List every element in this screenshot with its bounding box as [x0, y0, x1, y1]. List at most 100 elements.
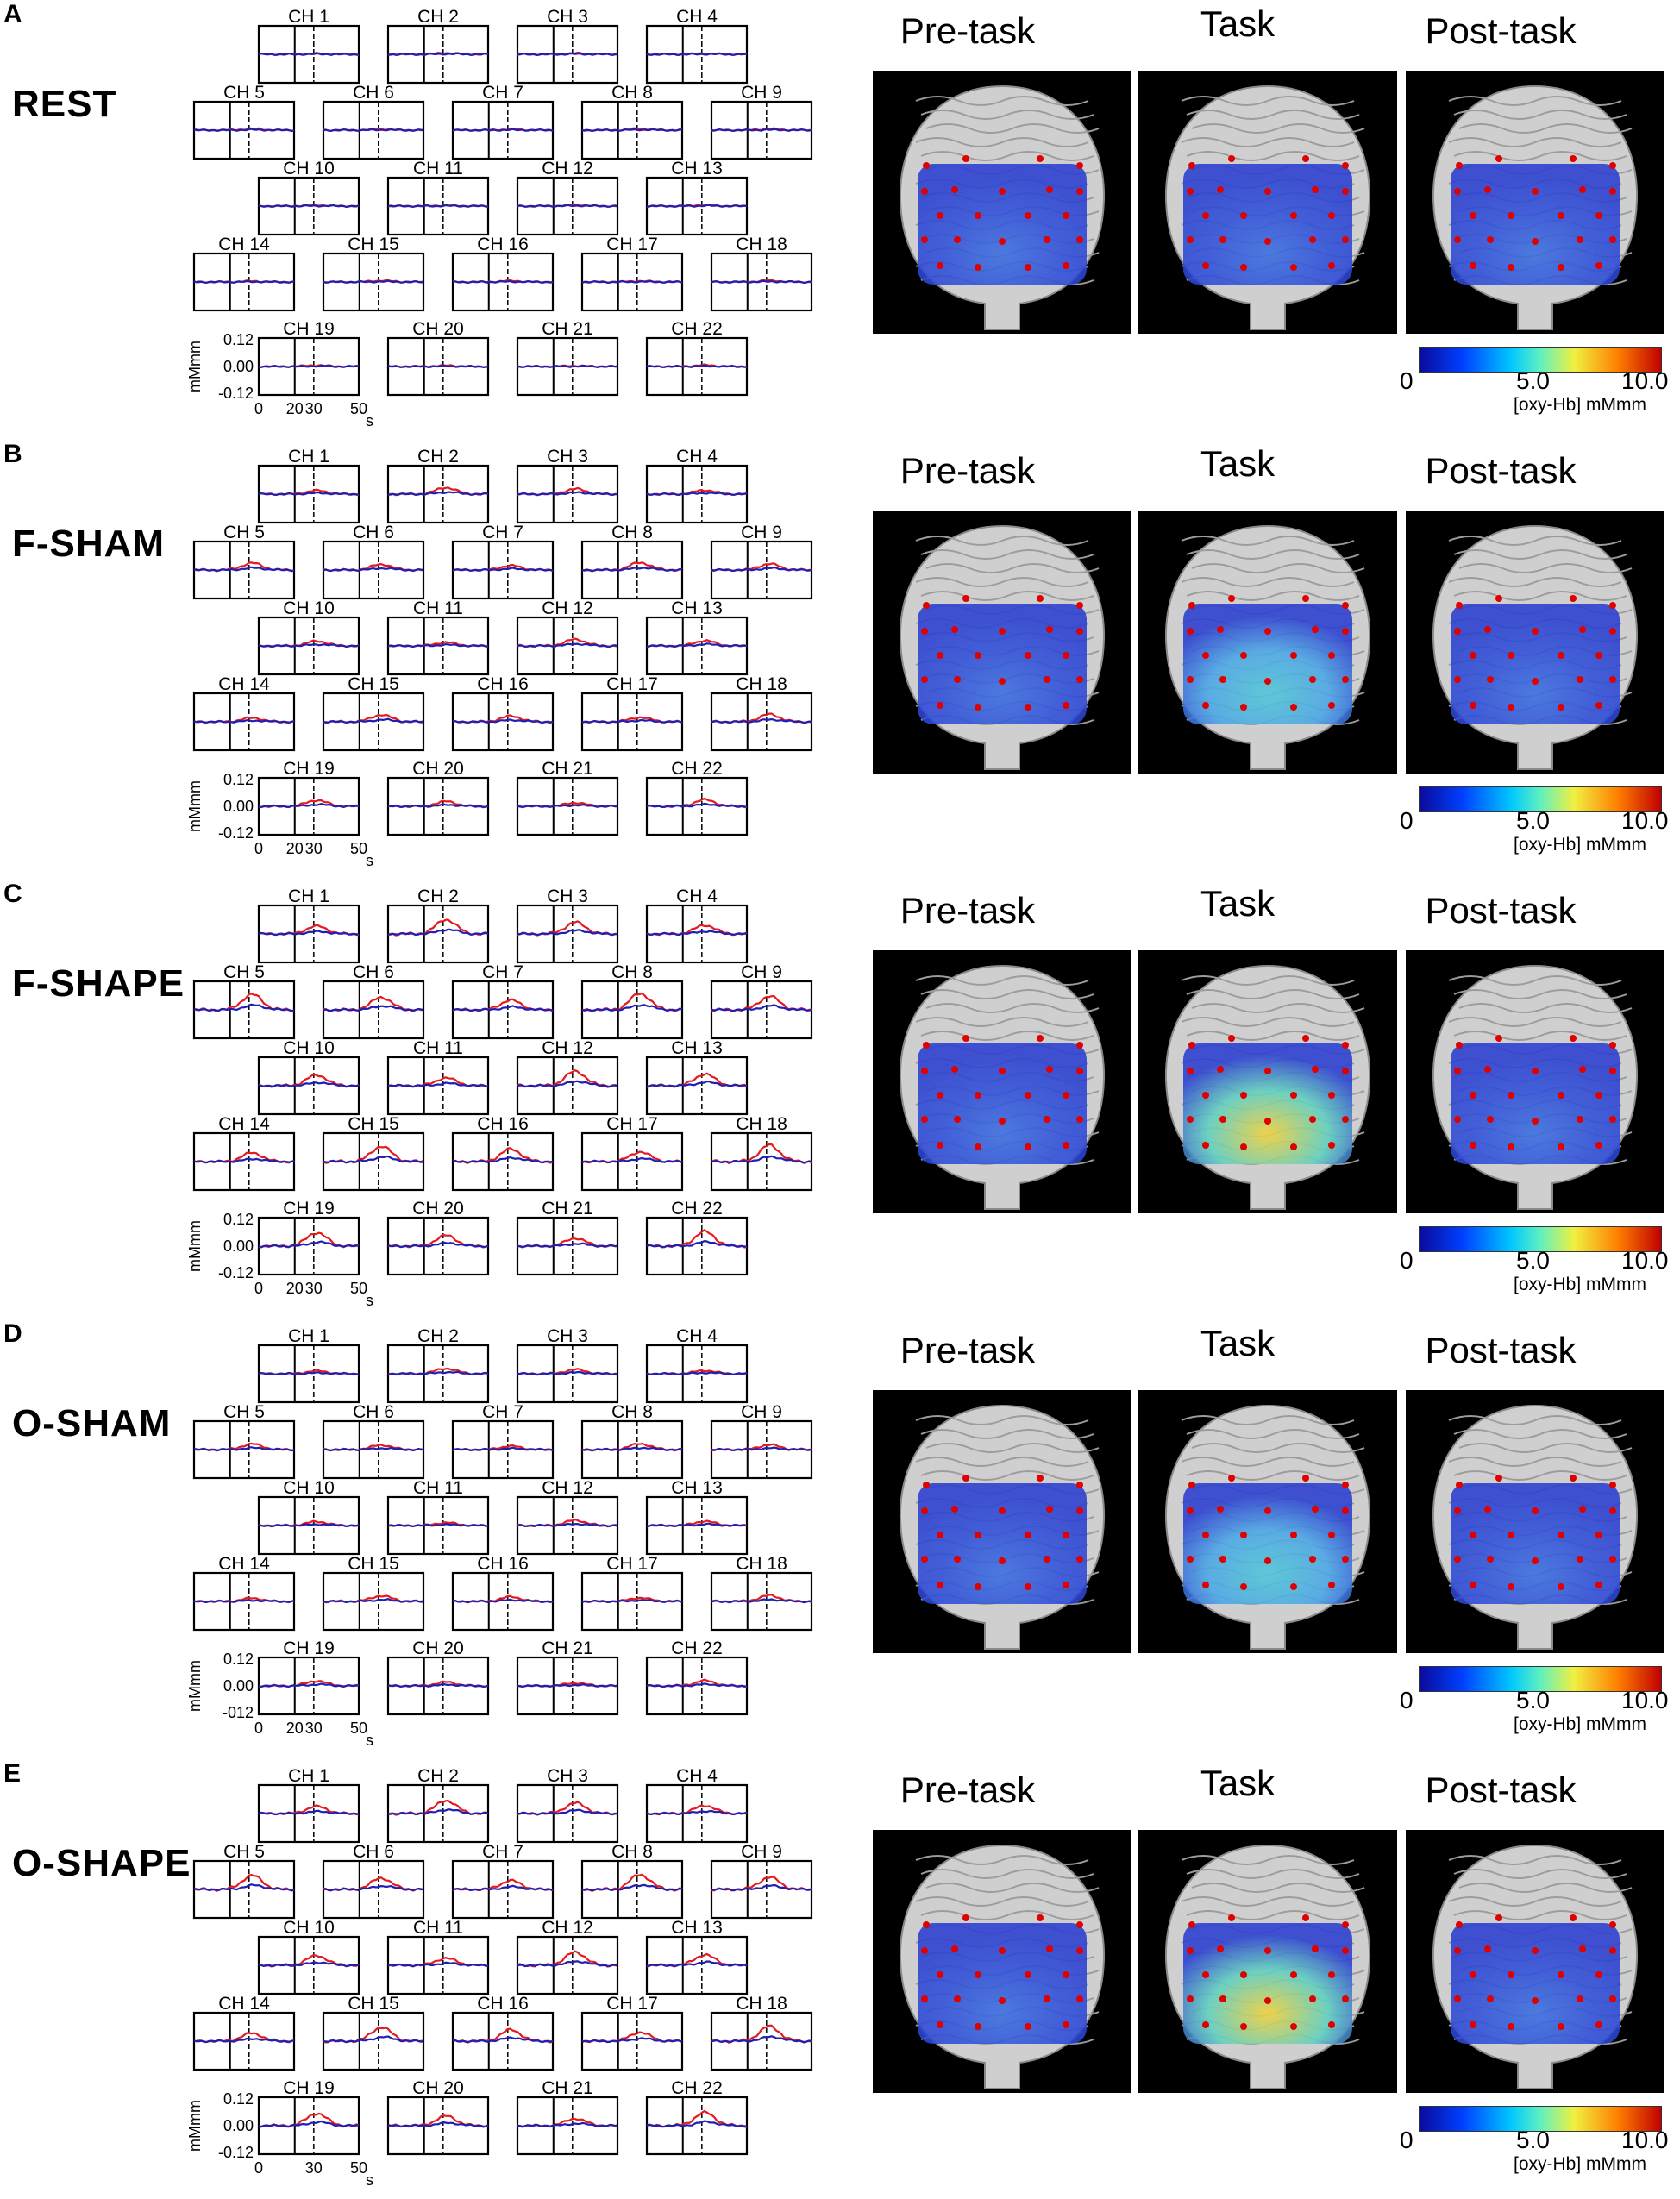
channel-marker — [1595, 1532, 1602, 1538]
channel-marker — [1240, 1971, 1247, 1978]
channel-label: CH 21 — [542, 1199, 593, 1219]
deoxy-trace — [193, 1599, 295, 1604]
y-axis-label: mMmm — [186, 341, 204, 392]
oxy-hb-overlay — [1183, 604, 1352, 724]
channel-plot: CH 9 — [710, 962, 813, 1040]
channel-marker — [1508, 264, 1514, 271]
channel-marker — [1187, 1507, 1194, 1514]
x-unit-label: s — [366, 412, 373, 429]
oxy-hb-overlay — [1451, 164, 1620, 285]
x-unit-label: s — [366, 1292, 373, 1309]
channel-label: CH 6 — [353, 962, 394, 982]
deoxy-trace — [193, 719, 295, 724]
channel-marker — [954, 1556, 961, 1563]
channel-marker — [1328, 1582, 1335, 1588]
x-tick-label: 0 — [254, 840, 263, 857]
channel-plot: CH 21 — [516, 1638, 619, 1716]
channel-marker — [975, 212, 981, 219]
channel-marker — [1487, 1116, 1494, 1123]
channel-marker — [1342, 1068, 1349, 1074]
channel-marker — [1188, 1921, 1195, 1928]
channel-plot: CH 15 — [322, 1114, 425, 1192]
channel-marker — [1219, 236, 1226, 243]
colorbar-tick-label: 0 — [1400, 807, 1414, 834]
channel-plot: CH 12 — [516, 1918, 619, 1995]
channel-marker — [1328, 212, 1335, 219]
channel-marker — [1484, 626, 1491, 633]
channel-plot: CH 7 — [451, 83, 555, 160]
channel-label: CH 9 — [741, 83, 782, 103]
channel-marker — [1240, 1092, 1247, 1099]
channel-plot: CH 7 — [451, 523, 555, 600]
channel-plot: CH 6 — [322, 523, 425, 600]
deoxy-trace — [193, 1446, 295, 1452]
channel-plot: CH 2 — [386, 886, 490, 964]
deoxy-trace — [517, 491, 618, 497]
channel-marker — [999, 628, 1006, 635]
channel-plot: CH 8 — [580, 1402, 684, 1480]
channel-plot: CH 20 — [386, 319, 490, 397]
channel-label: CH 8 — [611, 523, 653, 542]
channel-plot: CH 18 — [710, 235, 813, 312]
channel-marker — [1579, 186, 1586, 193]
y-tick-label: 0.12 — [223, 1211, 254, 1228]
channel-plot: CH 21 — [516, 319, 619, 397]
channel-marker — [1470, 702, 1476, 709]
channel-marker — [937, 262, 943, 269]
channel-marker — [1312, 1945, 1319, 1952]
channel-plot: CH 11 — [386, 1478, 490, 1556]
channel-plot: CH 2 — [386, 7, 490, 85]
channel-label: CH 20 — [412, 319, 464, 339]
deoxy-trace — [581, 1599, 683, 1603]
channel-label: CH 4 — [676, 447, 718, 467]
channel-marker — [937, 652, 943, 659]
channel-marker — [1456, 1482, 1463, 1488]
deoxy-trace — [517, 1960, 618, 1967]
channel-marker — [999, 238, 1006, 245]
channel-marker — [975, 704, 981, 711]
channel-plot: CH 10 — [257, 1038, 360, 1116]
colorbar — [1419, 1666, 1662, 1692]
channel-plot: CH 3 — [516, 447, 619, 524]
deoxy-trace — [258, 1682, 359, 1688]
channel-marker — [1342, 1116, 1349, 1123]
channel-label: CH 3 — [547, 7, 588, 27]
channel-plot: CH 18 — [710, 1554, 813, 1632]
channel-plot: CH 4 — [645, 7, 749, 85]
colorbar — [1419, 2106, 1662, 2132]
channel-marker — [1076, 628, 1083, 635]
channel-marker — [1044, 1995, 1050, 2002]
deoxy-trace — [711, 566, 812, 573]
channel-marker — [937, 702, 943, 709]
y-tick-label: -0.12 — [218, 385, 254, 402]
phase-label: Post-task — [1425, 890, 1577, 930]
channel-plot: CH 14 — [192, 235, 296, 312]
channel-marker — [954, 236, 961, 243]
channel-label: CH 15 — [348, 1994, 399, 2014]
channel-label: CH 10 — [283, 1478, 335, 1498]
brain-activation-map — [873, 1830, 1131, 2093]
channel-marker — [1240, 2023, 1247, 2030]
channel-marker — [1076, 1116, 1083, 1123]
channel-marker — [1046, 186, 1053, 193]
channel-marker — [1046, 1945, 1053, 1952]
panel-letter: D — [3, 1319, 22, 1348]
deoxy-trace — [711, 1598, 812, 1604]
deoxy-trace — [646, 1239, 748, 1249]
channel-marker — [1202, 652, 1209, 659]
colorbar-unit-label: [oxy-Hb] mMmm — [1514, 395, 1646, 415]
channel-marker — [1312, 186, 1319, 193]
deoxy-trace — [452, 1884, 554, 1892]
deoxy-trace — [387, 2121, 489, 2128]
channel-marker — [1228, 155, 1235, 162]
channel-label: CH 22 — [671, 1638, 723, 1658]
channel-label: CH 18 — [736, 1114, 787, 1134]
channel-plot: CH 14 — [192, 1114, 296, 1192]
deoxy-trace — [193, 279, 295, 285]
channel-marker — [1240, 652, 1247, 659]
channel-marker — [1044, 1116, 1050, 1123]
channel-label: CH 1 — [288, 886, 329, 906]
brain-activation-map — [1138, 511, 1397, 774]
channel-marker — [1025, 652, 1031, 659]
